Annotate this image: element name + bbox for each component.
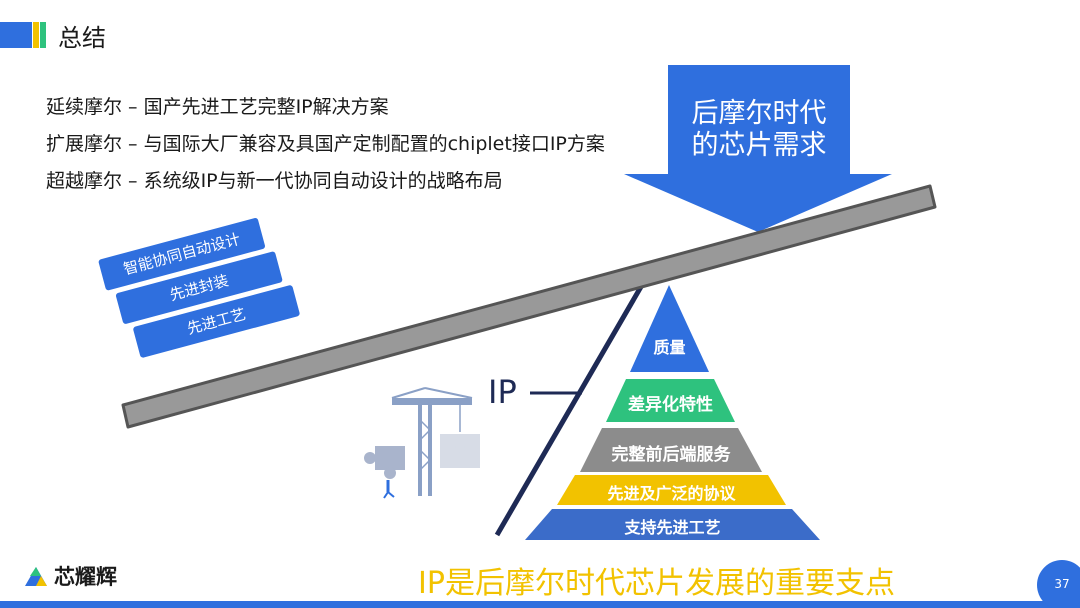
page-title: 总结 [58,24,106,52]
header-accent-green [40,22,46,48]
pyramid-label-process: 支持先进工艺 [624,518,721,537]
crane-puzzle-illustration [364,387,480,499]
footer-band [0,601,1080,608]
demand-arrow-text: 后摩尔时代 的芯片需求 [668,98,850,162]
header-accent-yellow [33,22,39,48]
pyramid-layer-service [580,428,762,472]
pyramid-label-features: 差异化特性 [628,395,713,415]
logo-name: 芯耀辉 [54,565,117,589]
demand-arrow-line1: 后摩尔时代 [691,98,827,129]
page-badge [1037,560,1080,608]
pivot-line [494,283,645,537]
pyramid-layer-process [525,509,820,540]
conclusion-text: IP是后摩尔时代芯片发展的重要支点 [418,566,895,601]
pyramid-label-service: 完整前后端服务 [611,445,731,465]
header-accent-blue [0,22,32,48]
pyramid-layer-features [606,379,735,422]
seesaw-beam [121,184,937,429]
bullet-item: 超越摩尔 – 系统级IP与新一代协同自动设计的战略布局 [46,170,503,192]
page-number: 37 [1054,577,1070,591]
bullet-item: 延续摩尔 – 国产先进工艺完整IP解决方案 [46,96,389,118]
logo-icon [25,567,47,586]
demand-arrow [624,65,892,232]
pyramid-label-quality: 质量 [653,338,686,357]
bullet-item: 扩展摩尔 – 与国际大厂兼容及具国产定制配置的chiplet接口IP方案 [46,133,605,155]
pyramid-layer-protocol [557,475,786,505]
pyramid-label-protocol: 先进及广泛的协议 [607,484,736,503]
demand-arrow-line2: 的芯片需求 [691,130,827,161]
ip-label: IP [488,373,517,411]
pyramid-layer-quality [630,285,709,372]
